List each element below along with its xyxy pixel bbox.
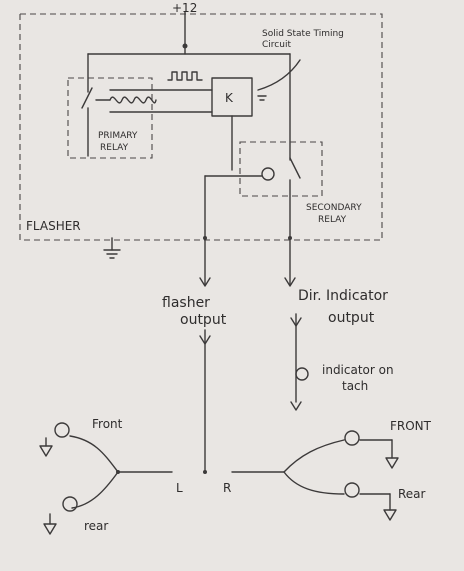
right-front-lamp-icon <box>344 430 360 446</box>
primary-contact-blade <box>81 87 93 109</box>
primary-relay-box <box>67 77 153 159</box>
flasher-input-arrow <box>199 335 211 345</box>
timing-k-label: K <box>225 91 234 105</box>
dir-input-arrow <box>290 317 302 327</box>
primary-relay-coil <box>109 96 157 104</box>
left-label: L <box>176 481 183 495</box>
flasher-label: FLASHER <box>26 219 81 233</box>
flasher-output-terminal <box>203 236 207 240</box>
primary-relay-label-2: RELAY <box>100 143 129 153</box>
timing-label-line2: Circuit <box>262 40 291 50</box>
primary-relay-label-1: PRIMARY <box>98 131 138 141</box>
secondary-relay-box <box>239 141 323 197</box>
supply-label: +12 <box>172 1 197 15</box>
left-front-label: Front <box>92 417 123 431</box>
tach-label-1: indicator on <box>322 363 394 377</box>
left-rear-label: rear <box>84 519 108 533</box>
flasher-output-label-2: output <box>180 312 227 328</box>
left-rear-ground-icon <box>43 523 57 535</box>
tach-ground-arrow <box>290 401 302 411</box>
secondary-relay-label-2: RELAY <box>318 215 347 225</box>
right-front-ground-icon <box>385 457 399 469</box>
dir-output-arrow <box>284 277 296 287</box>
tach-label-2: tach <box>342 379 368 393</box>
dir-indicator-label-2: output <box>328 310 375 326</box>
right-rear-wire <box>283 471 345 495</box>
dir-indicator-label-1: Dir. Indicator <box>298 288 388 304</box>
right-front-label: FRONT <box>390 419 432 433</box>
left-rear-wire <box>71 471 119 509</box>
left-front-ground-icon <box>39 445 53 457</box>
right-rear-ground-icon <box>383 509 397 521</box>
pulse-waveform <box>167 71 203 81</box>
left-front-lamp-icon <box>54 422 70 438</box>
flasher-output-arrow <box>199 277 211 287</box>
secondary-relay-label-1: SECONDARY <box>306 203 362 213</box>
secondary-coil-loop <box>261 167 275 181</box>
flasher-enclosure <box>19 13 383 241</box>
tach-lamp-icon <box>295 367 309 381</box>
left-front-wire <box>69 435 119 473</box>
secondary-contact-blade <box>289 157 301 179</box>
left-rear-lamp-icon <box>62 496 78 512</box>
l-terminal <box>203 470 207 474</box>
right-rear-lamp-icon <box>344 482 360 498</box>
right-rear-label: Rear <box>398 487 426 501</box>
right-label: R <box>223 481 231 495</box>
flasher-output-label-1: flasher <box>162 295 210 311</box>
timing-label-line1: Solid State Timing <box>262 29 344 39</box>
timing-arrow <box>257 59 301 91</box>
right-front-wire <box>283 439 345 473</box>
